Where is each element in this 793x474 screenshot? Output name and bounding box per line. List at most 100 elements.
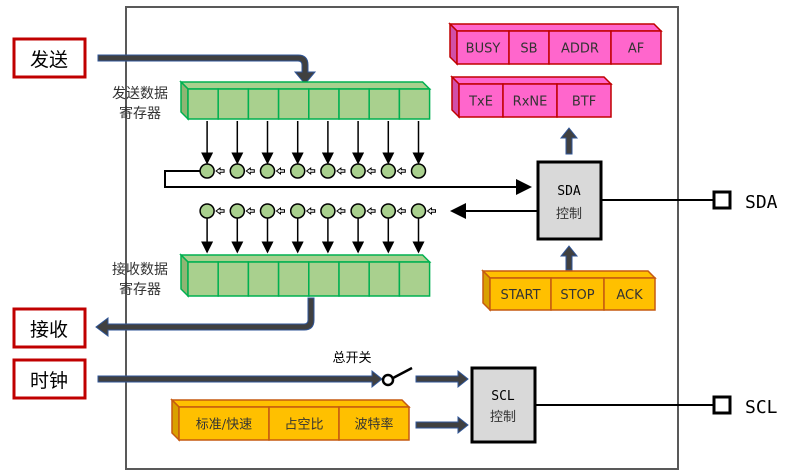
sda-control-block: SDA 控制 [536,160,603,241]
shift-arrow-icon [336,207,346,215]
sda-pin[interactable] [712,190,732,210]
rx-bit-top [179,254,432,263]
scl-pin[interactable] [712,395,732,415]
rx-bit-cell [187,261,219,297]
sda-control-input-side [482,269,491,312]
status-flag-cell [610,30,662,65]
shift-bit [350,163,366,179]
status-flag-cell [456,30,510,65]
scl-control-input-cell [178,406,270,441]
status-flag-cell-label: AF [628,42,644,57]
shift-arrow-icon [275,207,285,215]
sda-control-input-cell [489,277,552,311]
peripheral-frame [125,6,679,470]
status-flag-cell [548,30,612,65]
shift-bit [199,203,215,219]
status-flag-cell-label: ADDR [561,42,599,57]
scl-control-label-1: SCL [491,389,515,404]
rx-bit-cell [217,261,250,297]
scl-config-arrow [415,415,469,435]
shift-bit [350,203,366,219]
scl-control-inputs: 标准/快速 占空比 波特率 [170,398,411,442]
rx-data-register [179,253,432,298]
shift-arrow-icon [245,207,255,215]
rx-bit-cell [368,261,401,297]
shift-arrow-icon [245,167,255,175]
shift-arrow-icon [305,167,316,175]
rx-bit-cell [277,261,310,297]
status-flag-cell-label: BTF [572,95,596,110]
shift-arrow-icon [275,167,285,175]
status-flag-cell [556,83,612,118]
shift-arrow-icon [396,207,406,215]
clock-port[interactable]: 时钟 [12,358,87,400]
tx-bit-top [179,81,432,90]
rx-register-label-2: 寄存器 [119,281,161,298]
scl-control-input-cell-label: 波特率 [354,417,393,433]
sda-control-label-1: SDA [557,184,581,199]
shift-bit [259,163,276,179]
switch-to-scl-arrow [415,369,469,389]
sda-inputs-arrow [559,245,579,271]
shift-bit [289,163,306,179]
shift-arrow-icon [426,207,436,215]
clock-arrow [97,369,383,389]
status-flag-side [449,22,458,66]
shift-arrow-icon [366,207,376,215]
status-flag-side [451,75,460,119]
tx-bit-side [180,80,189,121]
shift-bit [320,163,336,179]
status-flag-top [448,23,663,32]
tx-bit-cell [398,88,431,120]
master-switch[interactable] [381,366,413,387]
sda-pin-label: SDA [745,192,778,213]
status-flag-cell [458,83,504,118]
sda-control-input-top [481,270,657,279]
send-port[interactable]: 发送 [12,37,87,79]
clock-port-label: 时钟 [30,370,68,392]
sda-to-status-arrow [559,127,579,155]
scl-control-label-2: 控制 [490,410,516,425]
status-flag-cell-label: BUSY [466,42,501,57]
scl-control-input-cell-label: 标准/快速 [196,418,252,433]
shift-arrow-icon [215,207,225,215]
rx-bit-cell [338,261,370,297]
shift-bit [320,203,336,219]
shift-bit [229,163,246,179]
status-flag-top [450,76,613,85]
tx-bit-cell [338,88,370,120]
scl-control-block: SCL 控制 [470,366,537,444]
shift-bit [380,163,397,179]
status-flag-cell [502,83,558,118]
tx-shift-chain [164,121,532,195]
sda-control-label-2: 控制 [556,207,582,222]
master-switch-label: 总开关 [332,351,371,366]
receive-port-label: 接收 [30,319,68,341]
rx-bit-cell [398,261,431,297]
shift-bit [410,203,427,219]
rx-shift-chain [199,203,537,254]
status-flag-cell-label: RxNE [513,95,548,110]
tx-bit-cell [187,88,219,120]
sda-control-input-cell-label: ACK [616,288,643,303]
rx-bit-side [180,253,189,298]
scl-control-input-cell [338,406,410,441]
rx-bit-cell [308,261,340,297]
scl-control-input-top [170,399,411,408]
status-flag-cell-label: SB [520,42,537,57]
shift-bit [199,163,215,179]
shift-arrow-icon [396,167,406,175]
tx-data-register [179,80,432,121]
rx-bit-cell [247,261,280,297]
scl-control-input-cell-label: 占空比 [284,418,323,433]
scl-control-input-cell [268,406,340,441]
receive-port[interactable]: 接收 [12,307,87,349]
shift-arrow-icon [336,167,346,175]
shift-arrow-icon [366,167,376,175]
rx-register-label-1: 接收数据 [112,261,168,278]
shift-bit [410,163,427,179]
shift-bit [259,203,276,219]
